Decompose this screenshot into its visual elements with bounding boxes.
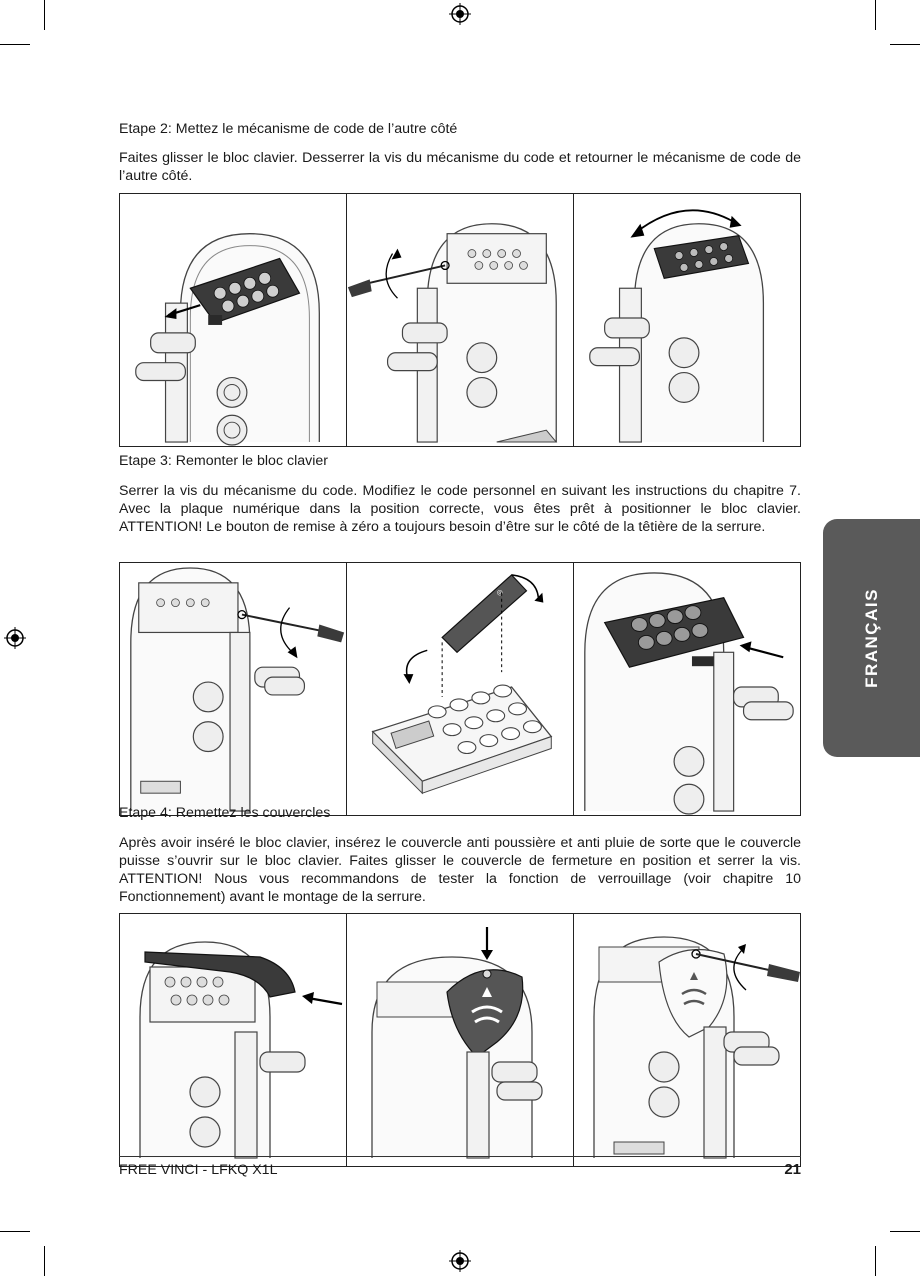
illustration-loosen-screw [347, 194, 574, 446]
illustration-closing-cover [347, 914, 574, 1166]
step4-body: Après avoir inséré le bloc clavier, insé… [119, 835, 801, 905]
crop-mark [875, 0, 876, 30]
illustration-insert-keypad [574, 563, 800, 815]
illustration-tighten-screw [120, 563, 347, 815]
step3-illustrations: ◎ [119, 562, 801, 816]
illustration-final-screw [574, 914, 800, 1166]
step2-body: Faites glisser le bloc clavier. Desserre… [119, 150, 801, 184]
page-number: 21 [784, 1161, 801, 1178]
step3-body: Serrer la vis du mécanisme du code. Modi… [119, 483, 801, 535]
step3-title: Etape 3: Remonter le bloc clavier [119, 453, 328, 469]
step4-illustrations [119, 913, 801, 1167]
language-tab: FRANÇAIS [823, 519, 920, 757]
crop-mark [875, 1246, 876, 1276]
step2-title: Etape 2: Mettez le mécanisme de code de … [119, 121, 458, 137]
registration-mark-icon [449, 1250, 471, 1272]
illustration-code-plate: ◎ [347, 563, 574, 815]
step2-illustrations [119, 193, 801, 447]
crop-mark [44, 1246, 45, 1276]
registration-mark-icon [449, 3, 471, 25]
language-tab-label: FRANÇAIS [861, 588, 881, 688]
illustration-dust-cover [120, 914, 347, 1166]
registration-mark-icon [4, 627, 26, 649]
crop-mark [0, 44, 30, 45]
crop-mark [890, 1231, 920, 1232]
svg-text:◎: ◎ [497, 590, 503, 597]
crop-mark [0, 1231, 30, 1232]
footer-model: FREE VINCI - LFKQ X1L [119, 1162, 278, 1178]
illustration-slide-keypad [120, 194, 347, 446]
illustration-flip-mechanism [574, 194, 800, 446]
step4-title: Etape 4: Remettez les couvercles [119, 805, 331, 821]
crop-mark [44, 0, 45, 30]
crop-mark [890, 44, 920, 45]
footer-divider [119, 1156, 801, 1157]
